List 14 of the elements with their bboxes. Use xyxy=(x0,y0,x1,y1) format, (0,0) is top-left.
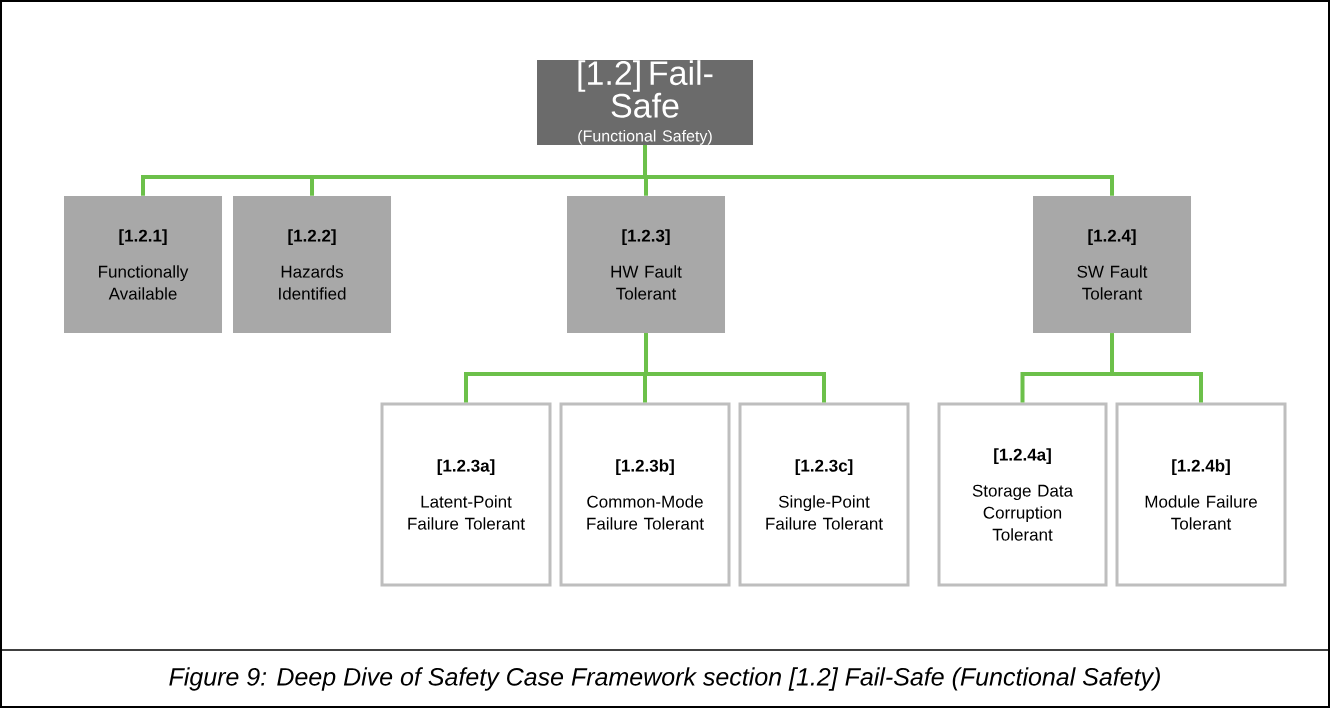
category-box: [1.2.2] Hazards Identified xyxy=(233,196,391,333)
subcategory-box: [1.2.4a] Storage Data Corruption Tolerant xyxy=(937,402,1108,587)
category-box: [1.2.4] SW Fault Tolerant xyxy=(1033,196,1191,333)
connector-line xyxy=(1110,333,1203,403)
subcategory-box: [1.2.3c] Single-Point Failure Tolerant xyxy=(738,402,910,587)
subcategory-box: [1.2.3a] Latent-Point Failure Tolerant xyxy=(380,402,552,587)
subcategory-box: [1.2.3b] Common-Mode Failure Tolerant xyxy=(559,402,731,587)
connector-line xyxy=(643,145,1114,196)
category-box: [1.2.1] Functionally Available xyxy=(64,196,222,333)
category-box: [1.2.3] HW Fault Tolerant xyxy=(567,196,725,333)
connector-line xyxy=(644,333,826,403)
subcategory-box: [1.2.4b] Module Failure Tolerant xyxy=(1115,402,1287,587)
root-box: [1.2] Fail-Safe (Functional Safety) xyxy=(537,60,753,145)
figure-caption: Figure 9: Deep Dive of Safety Case Framework section [1.2] Fail-Safe (Functional Safety) xyxy=(169,667,1160,691)
